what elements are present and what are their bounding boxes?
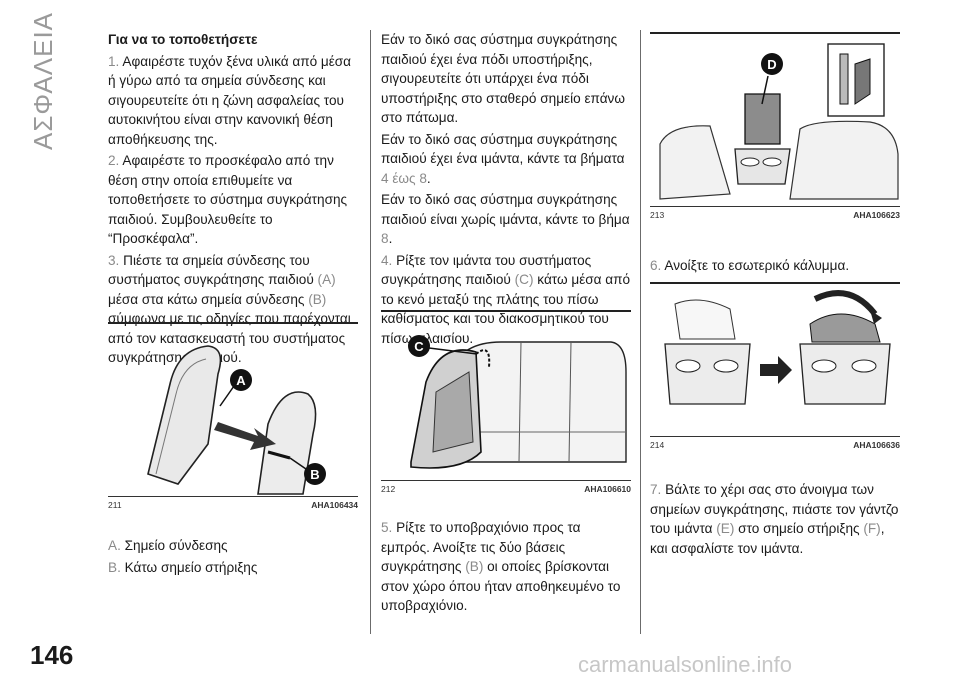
figure-214: 214 AHA106636 <box>650 282 900 450</box>
figure-code: AHA106623 <box>853 210 900 220</box>
seat-anchor-illustration: A B <box>147 345 326 495</box>
figure-legend: A. Σημείο σύνδεσης B. Κάτω σημείο στήριξ… <box>108 536 358 579</box>
figure-211: A B 211 AHA106434 <box>108 322 358 510</box>
figure-212: C 212 AHA106610 <box>381 310 631 494</box>
label-b: B <box>310 467 319 482</box>
step-7: 7. Βάλτε το χέρι σας στο άνοιγμα των σημ… <box>650 482 899 556</box>
figure-code: AHA106434 <box>311 500 358 510</box>
paragraph-support-leg: Εάν το δικό σας σύστημα συγκράτησης παιδ… <box>381 32 625 125</box>
step-6: 6. Ανοίξτε το εσωτερικό κάλυμμα. <box>650 258 850 273</box>
section-title-vertical: ΑΣΦΑΛΕΙΑ <box>28 11 58 150</box>
column-divider-1 <box>370 30 371 634</box>
open-inner-cover-illustration <box>664 290 891 405</box>
armrest-anchor-illustration: D <box>659 43 899 200</box>
child-seat-strap-illustration: C <box>408 335 627 469</box>
label-d-badge <box>761 53 783 75</box>
figure-number: 214 <box>650 440 665 450</box>
paragraph-without-strap: Εάν το δικό σας σύστημα συγκράτησης παιδ… <box>381 192 630 246</box>
label-b-badge <box>304 463 326 485</box>
legend-item-b: B. Κάτω σημείο στήριξης <box>108 559 258 575</box>
figure-number: 212 <box>381 484 396 494</box>
legend-item-a: A. Σημείο σύνδεσης <box>108 538 228 553</box>
figure-number: 211 <box>108 500 122 510</box>
step-4: 4. Ρίξτε τον ιμάντα του συστήματος συγκρ… <box>381 252 631 346</box>
inset-detail <box>827 43 885 117</box>
step-7-block: 7. Βάλτε το χέρι σας στο άνοιγμα των σημ… <box>650 480 900 560</box>
column-divider-2 <box>640 30 641 634</box>
page-number: 146 <box>30 640 74 670</box>
label-a: A <box>236 373 246 388</box>
section-heading: Για να το τοποθετήσετε <box>108 32 258 47</box>
paragraph-with-strap: Εάν το δικό σας σύστημα συγκράτησης παιδ… <box>381 131 625 186</box>
label-c-badge <box>408 335 430 357</box>
step-5: 5. Ρίξτε το υποβραχιόνιο προς τα εμπρός.… <box>381 520 621 613</box>
step-2: 2. Αφαιρέστε το προσκέφαλο από την θέση … <box>108 153 348 246</box>
figure-code: AHA106636 <box>853 440 900 450</box>
figure-number: 213 <box>650 210 665 220</box>
label-a-badge <box>230 369 252 391</box>
column-2: Εάν το δικό σας σύστημα συγκράτησης παιδ… <box>381 30 631 350</box>
label-c: C <box>414 339 424 354</box>
step-6-block: 6. Ανοίξτε το εσωτερικό κάλυμμα. <box>650 256 900 278</box>
figure-code: AHA106610 <box>584 484 631 494</box>
watermark: carmanualsonline.info <box>578 652 793 677</box>
label-d: D <box>767 57 776 72</box>
column-1: Για να το τοποθετήσετε 1. Αφαιρέστε τυχό… <box>108 30 358 370</box>
step-5-block: 5. Ρίξτε το υποβραχιόνιο προς τα εμπρός.… <box>381 518 631 618</box>
figure-213: D 213 AHA106623 <box>650 32 900 220</box>
step-1: 1. Αφαιρέστε τυχόν ξένα υλικά από μέσα ή… <box>108 53 352 147</box>
